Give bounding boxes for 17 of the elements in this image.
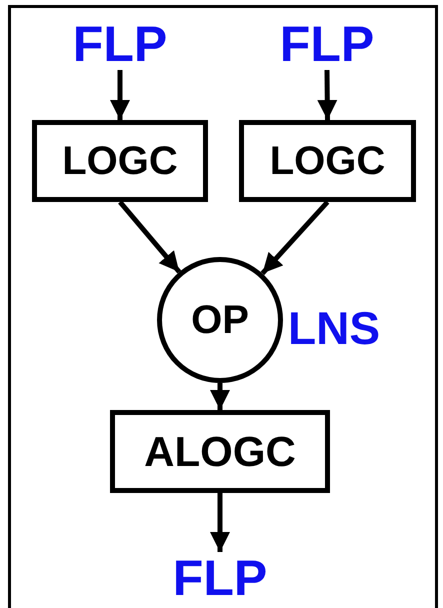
- process-box: [239, 120, 416, 202]
- signal-label: FLP: [280, 19, 374, 69]
- node-label: LOGC: [270, 141, 386, 181]
- arrow: [210, 493, 230, 552]
- process-box: [32, 120, 208, 202]
- signal-label: FLP: [72, 19, 168, 69]
- arrow: [210, 383, 230, 410]
- arrow: [118, 200, 182, 274]
- node-label: OP: [191, 300, 249, 340]
- side-label: LNS: [288, 305, 380, 351]
- node-label: ALOGC: [144, 430, 296, 472]
- arrow: [110, 70, 130, 120]
- arrow: [260, 200, 330, 276]
- process-box: [110, 410, 330, 493]
- node-label: LOGC: [62, 141, 178, 181]
- signal-label: FLP: [172, 553, 268, 603]
- arrow: [317, 70, 338, 120]
